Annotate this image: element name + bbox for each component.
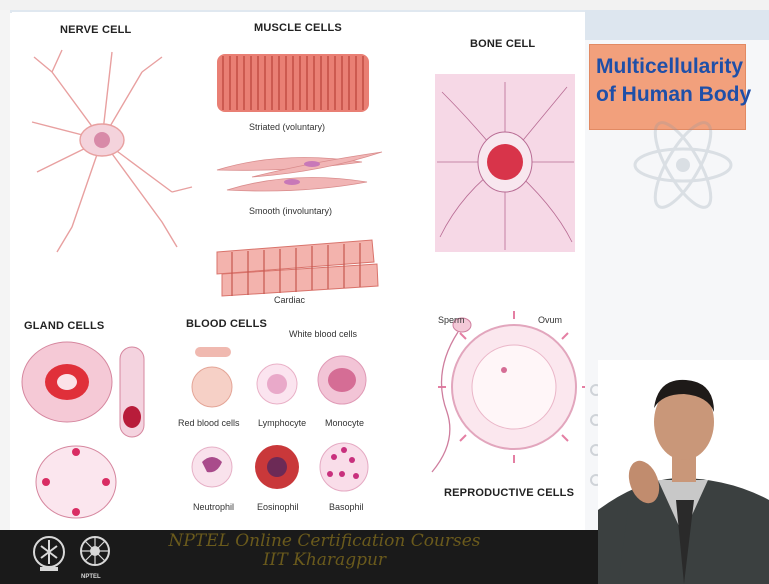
- ovum-label: Ovum: [538, 315, 562, 325]
- smooth-muscle-illustration: [217, 152, 382, 191]
- sperm-label: Sperm: [438, 315, 465, 325]
- neutrophil-label: Neutrophil: [193, 502, 234, 512]
- left-strip: [0, 10, 10, 530]
- blood-cells-label: BLOOD CELLS: [186, 318, 267, 330]
- nptel-logo-caption: NPTEL: [81, 574, 101, 580]
- cell-illustrations: [12, 12, 585, 530]
- nerve-cell-illustration: [32, 50, 192, 252]
- striated-muscle-illustration: [217, 54, 369, 112]
- slide-title-line-1: Multicellularity: [590, 45, 745, 81]
- basophil-label: Basophil: [329, 502, 364, 512]
- reproductive-cells-illustration: [432, 311, 585, 472]
- striated-label: Striated (voluntary): [249, 122, 325, 132]
- gland-cells-label: GLAND CELLS: [24, 320, 104, 332]
- smooth-label: Smooth (involuntary): [249, 206, 332, 216]
- eosinophil-label: Eosinophil: [257, 502, 299, 512]
- cardiac-label: Cardiac: [274, 295, 305, 305]
- red-blood-cells-label: Red blood cells: [178, 418, 240, 428]
- nerve-cell-label: NERVE CELL: [60, 24, 131, 36]
- right-panel-band: [585, 10, 769, 40]
- presenter-video: [598, 360, 769, 584]
- monocyte-label: Monocyte: [325, 418, 364, 428]
- slide-title-line-2: of Human Body: [590, 81, 745, 109]
- lymphocyte-label: Lymphocyte: [258, 418, 306, 428]
- cardiac-muscle-illustration: [217, 240, 378, 296]
- bone-cell-label: BONE CELL: [470, 38, 535, 50]
- white-blood-cells-label: White blood cells: [289, 329, 357, 339]
- cell-types-figure: NERVE CELL MUSCLE CELLS Striated (volunt…: [12, 12, 585, 530]
- bone-cell-illustration: [435, 74, 575, 252]
- atom-watermark-icon: [628, 120, 738, 210]
- gland-cells-illustration: [22, 342, 144, 518]
- slide-title-box: Multicellularity of Human Body: [589, 44, 746, 130]
- muscle-cells-label: MUSCLE CELLS: [254, 22, 342, 34]
- top-strip: [0, 0, 769, 10]
- reproductive-cells-label: REPRODUCTIVE CELLS: [444, 487, 574, 499]
